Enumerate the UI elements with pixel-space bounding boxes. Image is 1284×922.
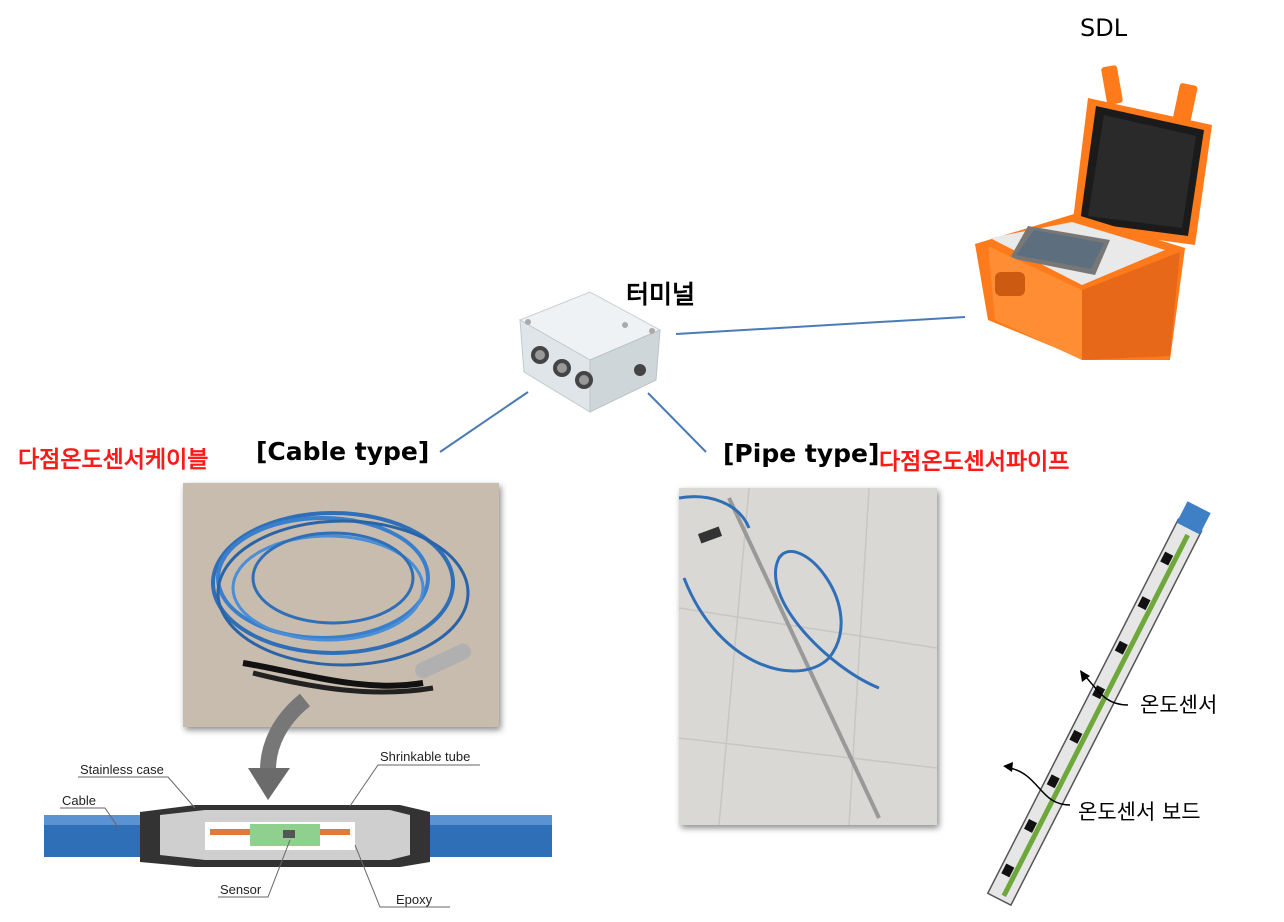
line-terminal-cable [439, 391, 529, 453]
pipe-type-label: [Pipe type] [723, 439, 880, 468]
epoxy-label: Epoxy [396, 892, 433, 907]
cable-sensor-photo [183, 483, 499, 727]
cable-type-korean-label: 다점온도센서케이블 [18, 447, 209, 473]
terminal-label: 터미널 [626, 280, 696, 309]
pipe-illustration [679, 488, 937, 825]
cable-type-label: [Cable type] [256, 437, 430, 466]
pipe-sensor-photo [679, 488, 937, 825]
stainless-case-label: Stainless case [80, 762, 164, 777]
sensor-label: Sensor [220, 882, 262, 897]
temp-sensor-board-label: 온도센서 보드 [1078, 800, 1201, 824]
line-terminal-sdl [675, 316, 966, 335]
cable-label: Cable [62, 793, 96, 808]
shrinkable-tube-label: Shrinkable tube [380, 749, 471, 764]
sdl-label: SDL [1080, 14, 1128, 42]
cable-coil-illustration [211, 511, 471, 695]
line-terminal-pipe [647, 392, 707, 453]
temp-sensor-label: 온도센서 [1140, 693, 1218, 717]
pipe-type-korean-label: 다점온도센서파이프 [879, 449, 1070, 475]
